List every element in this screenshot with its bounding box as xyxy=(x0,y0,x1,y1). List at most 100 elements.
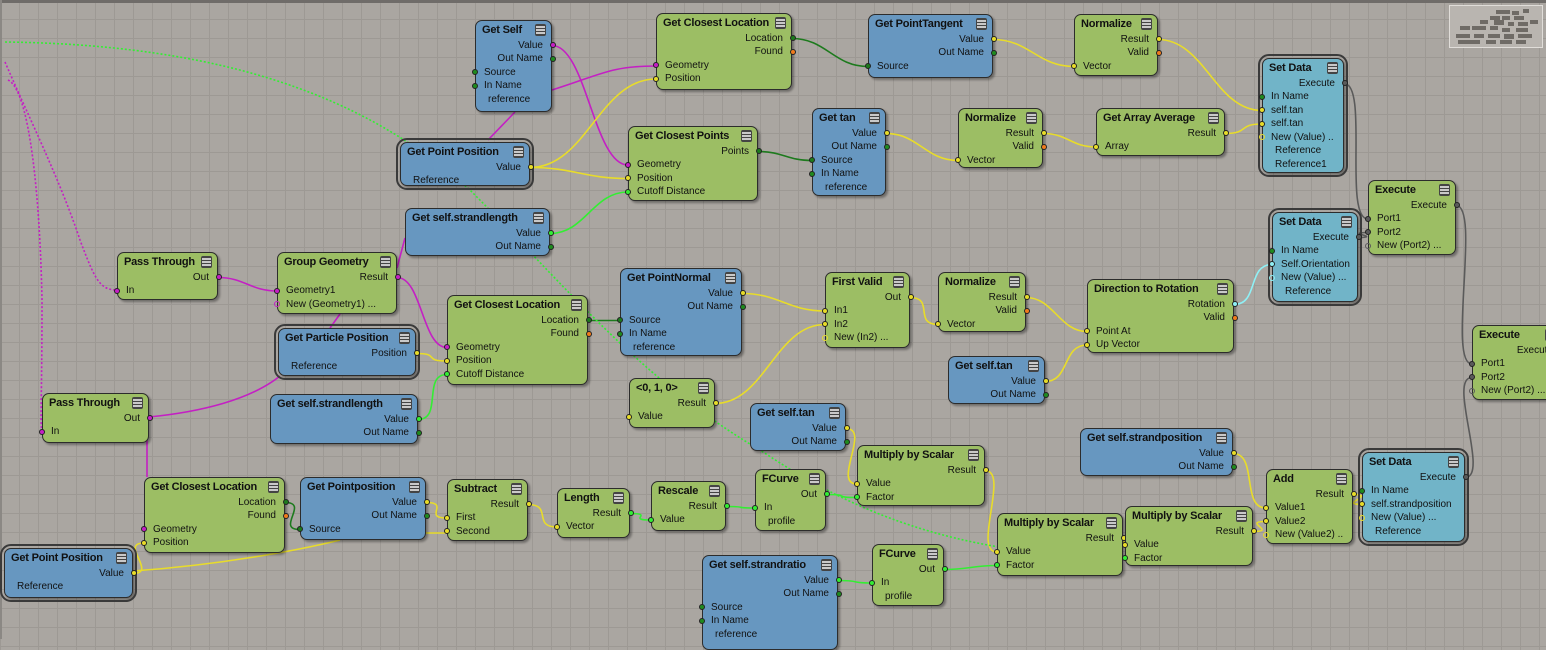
port-connector-gray[interactable] xyxy=(1364,242,1371,249)
node-menu-icon[interactable] xyxy=(1216,432,1227,444)
port-connector-yellow[interactable] xyxy=(1258,120,1265,127)
node-menu-icon[interactable] xyxy=(513,146,524,158)
input-port-in-name[interactable]: In Name xyxy=(821,168,859,179)
node-menu-icon[interactable] xyxy=(571,299,582,311)
port-connector-green[interactable] xyxy=(698,604,705,610)
output-port-result[interactable]: Result xyxy=(359,271,388,283)
input-port-in[interactable]: In xyxy=(881,577,890,588)
output-port-out[interactable]: Out xyxy=(884,291,901,303)
port-connector-green[interactable] xyxy=(698,617,705,624)
port-connector-gray[interactable] xyxy=(1364,215,1371,222)
output-port-value[interactable]: Value xyxy=(392,496,417,508)
node-menu-icon[interactable] xyxy=(976,18,987,30)
input-port-port2[interactable]: Port2 xyxy=(1377,226,1401,238)
node-menu-icon[interactable] xyxy=(1208,112,1219,124)
port-connector-orange[interactable] xyxy=(1155,49,1162,56)
output-port-out-name[interactable]: Out Name xyxy=(831,141,877,152)
output-port-location[interactable]: Location xyxy=(745,32,783,44)
input-port-new-value[interactable]: New (Value) .. xyxy=(1271,131,1334,143)
port-connector-yellow[interactable] xyxy=(821,307,828,314)
output-port-result[interactable]: Result xyxy=(1005,127,1034,139)
output-port-value[interactable]: Value xyxy=(708,287,733,299)
output-port-execute[interactable]: Execute xyxy=(1516,344,1546,356)
port-connector-magenta[interactable] xyxy=(146,415,153,421)
port-connector-green[interactable] xyxy=(423,512,430,519)
port-connector-lime[interactable] xyxy=(1121,555,1128,561)
input-port-factor[interactable]: Factor xyxy=(866,491,895,503)
port-connector-yellow[interactable] xyxy=(990,36,997,42)
input-port-first[interactable]: First xyxy=(456,512,476,523)
node-menu-icon[interactable] xyxy=(535,24,546,36)
node-menu-icon[interactable] xyxy=(1217,283,1228,295)
output-port-result[interactable]: Result xyxy=(1085,532,1114,544)
input-port-position[interactable]: Position xyxy=(665,73,701,84)
node-menu-icon[interactable] xyxy=(1341,216,1352,228)
port-connector-yellow[interactable] xyxy=(1121,541,1128,548)
port-connector-yellow[interactable] xyxy=(883,130,890,136)
port-connector-yellow[interactable] xyxy=(1083,341,1090,348)
port-connector-orange[interactable] xyxy=(1231,314,1238,321)
output-port-value[interactable]: Value xyxy=(518,39,543,51)
output-port-location[interactable]: Location xyxy=(541,314,579,326)
port-connector-yellow[interactable] xyxy=(423,499,430,505)
input-port-new-value[interactable]: New (Value) ... xyxy=(1371,512,1437,523)
input-port-new-value2[interactable]: New (Value2) .. xyxy=(1275,529,1344,540)
input-port-geometry1[interactable]: Geometry1 xyxy=(286,285,336,296)
port-connector-yellow[interactable] xyxy=(1230,450,1237,456)
output-port-out[interactable]: Out xyxy=(918,563,935,575)
port-connector-yellow[interactable] xyxy=(1042,378,1049,384)
port-connector-magenta[interactable] xyxy=(113,287,120,294)
node-menu-icon[interactable] xyxy=(511,483,522,495)
input-port-vector[interactable]: Vector xyxy=(566,521,595,532)
node-menu-icon[interactable] xyxy=(1236,510,1247,522)
port-connector-yellow[interactable] xyxy=(1262,504,1269,511)
node-menu-icon[interactable] xyxy=(401,398,412,410)
output-port-value[interactable]: Value xyxy=(496,161,521,173)
port-connector-yellow[interactable] xyxy=(1155,36,1162,42)
output-port-value[interactable]: Value xyxy=(1199,447,1224,459)
port-connector-green[interactable] xyxy=(616,330,623,337)
output-port-result[interactable]: Result xyxy=(592,507,621,519)
port-connector-gray[interactable] xyxy=(1341,80,1348,86)
port-connector-green[interactable] xyxy=(471,82,478,89)
node-menu-icon[interactable] xyxy=(1026,112,1037,124)
port-connector-lime[interactable] xyxy=(993,562,1000,568)
node-menu-icon[interactable] xyxy=(893,276,904,288)
output-port-out[interactable]: Out xyxy=(800,488,817,500)
port-connector-magenta[interactable] xyxy=(38,428,45,435)
input-port-new-value[interactable]: New (Value) ... xyxy=(1281,272,1347,283)
port-connector-lime[interactable] xyxy=(723,503,730,509)
port-connector-yellow[interactable] xyxy=(1023,294,1030,300)
output-port-out-name[interactable]: Out Name xyxy=(783,588,829,599)
port-connector-green[interactable] xyxy=(843,438,850,445)
output-port-out-name[interactable]: Out Name xyxy=(363,427,409,438)
output-port-value[interactable]: Value xyxy=(516,227,541,239)
port-connector-cyan[interactable] xyxy=(1268,261,1275,267)
node-menu-icon[interactable] xyxy=(927,548,938,560)
input-port-in1[interactable]: In1 xyxy=(834,305,848,316)
input-port-new-in2[interactable]: New (In2) ... xyxy=(834,332,889,343)
output-port-found[interactable]: Found xyxy=(550,328,579,339)
port-connector-lime[interactable] xyxy=(751,504,758,511)
port-connector-lime[interactable] xyxy=(835,577,842,583)
port-connector-darkgreen[interactable] xyxy=(585,317,592,323)
input-port-in2[interactable]: In2 xyxy=(834,318,848,330)
input-port-geometry[interactable]: Geometry xyxy=(637,159,681,170)
input-port-cutoff-distance[interactable]: Cutoff Distance xyxy=(637,186,706,197)
port-connector-magenta[interactable] xyxy=(140,526,147,532)
output-port-value[interactable]: Value xyxy=(812,422,837,434)
port-connector-yellow[interactable] xyxy=(525,501,532,507)
input-port-in-name[interactable]: In Name xyxy=(629,328,667,339)
output-port-valid[interactable]: Valid xyxy=(1012,141,1035,152)
